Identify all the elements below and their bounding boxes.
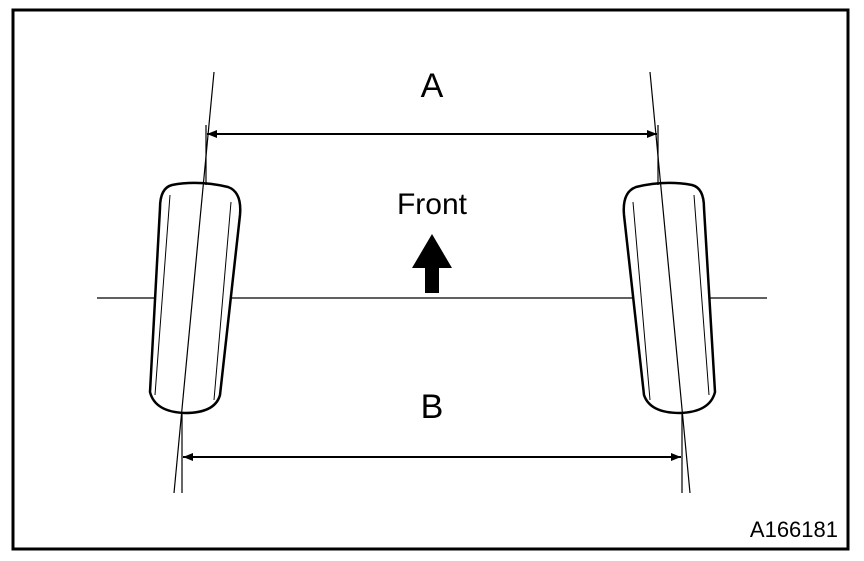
right-wheel [622,71,717,494]
right-tire-tread-line [693,194,710,396]
right-wheel-centerline [649,71,691,494]
dimension-b-label: B [421,388,444,426]
dimension-a-label: A [421,67,444,105]
arrow-up-icon [412,234,452,293]
left-wheel-centerline [173,71,215,494]
left-tire-tread-line [154,194,171,396]
right-tire-tread-line [632,201,651,401]
front-label: Front [397,188,468,221]
left-wheel [148,71,242,494]
left-tire-outline [148,181,242,415]
figure-frame [11,8,850,551]
figure-id: A166181 [750,517,838,542]
left-tire-tread-line [213,201,232,401]
